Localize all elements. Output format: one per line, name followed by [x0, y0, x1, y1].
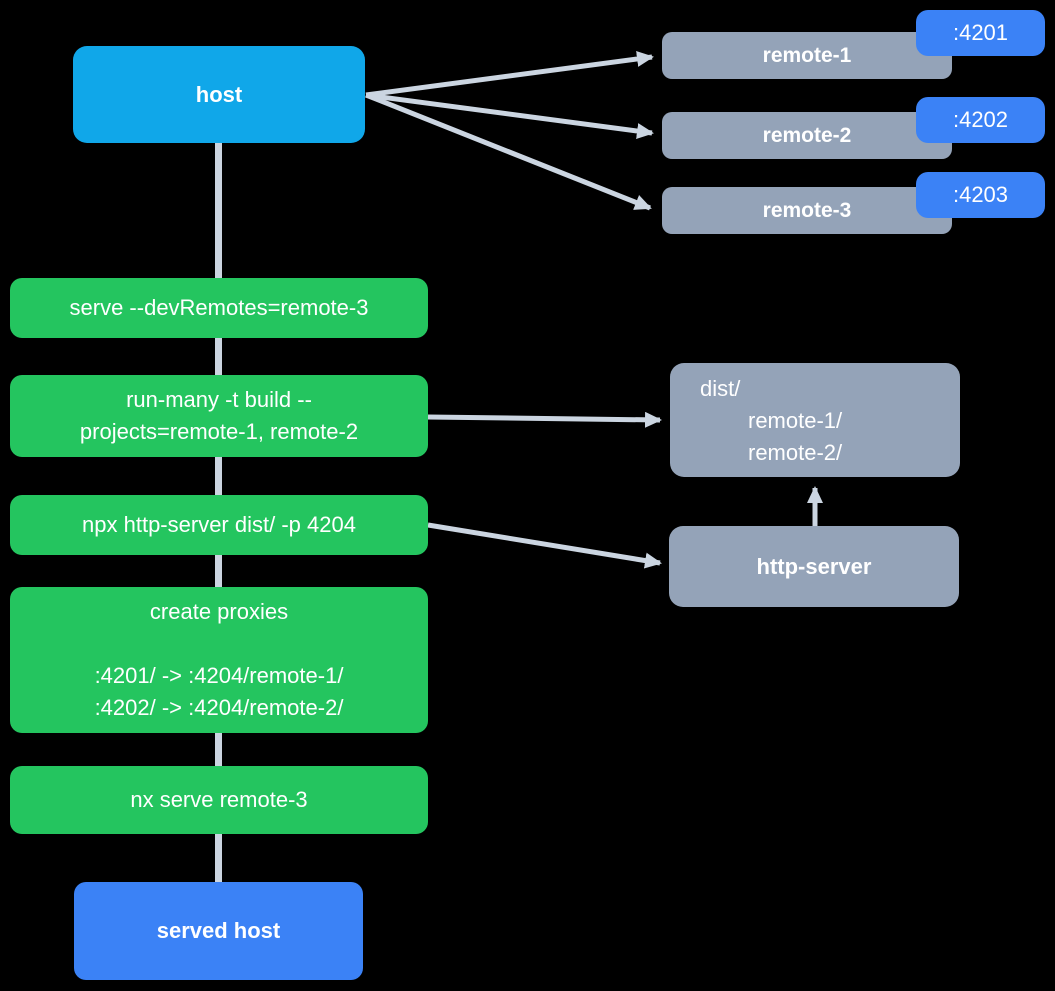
- port-badge-remote-2: :4202: [916, 97, 1045, 143]
- command-npx-http-server-text: npx http-server dist/ -p 4204: [82, 512, 356, 537]
- node-remote-1: remote-1: [662, 32, 952, 79]
- node-remote-2: remote-2: [662, 112, 952, 159]
- served-host-label: served host: [156, 918, 281, 943]
- command-nx-serve-remote-3: nx serve remote-3: [10, 766, 428, 834]
- command-npx-http-server: npx http-server dist/ -p 4204: [10, 495, 428, 555]
- command-run-many-build: run-many -t build -- projects=remote-1, …: [10, 375, 428, 457]
- remote-2-label: remote-2: [762, 123, 852, 147]
- node-host: host: [73, 46, 365, 143]
- command-create-proxies-rule-1: :4201/ -> :4204/remote-1/: [94, 663, 344, 688]
- command-create-proxies-rule-2: :4202/ -> :4204/remote-2/: [94, 695, 344, 720]
- port-label-remote-2: :4202: [952, 107, 1009, 132]
- command-create-proxies: create proxies :4201/ -> :4204/remote-1/…: [10, 587, 428, 733]
- command-nx-serve-remote-3-text: nx serve remote-3: [130, 787, 308, 812]
- arrow-runmany-to-dist: [427, 411, 662, 428]
- remote-1-label: remote-1: [762, 43, 852, 67]
- port-badge-remote-1: :4201: [916, 10, 1045, 56]
- port-label-remote-1: :4201: [952, 20, 1009, 45]
- http-server-label: http-server: [756, 553, 872, 579]
- arrow-npx-to-httpserver: [427, 522, 662, 569]
- dist-folder-remote-2: remote-2/: [748, 440, 843, 465]
- port-label-remote-3: :4203: [952, 182, 1009, 207]
- arrow-host-to-remote-2: [365, 92, 654, 139]
- command-serve-devremotes: serve --devRemotes=remote-3: [10, 278, 428, 338]
- command-run-many-build-text-line-1: run-many -t build --: [126, 387, 312, 412]
- node-dist-folder: dist/ remote-1/ remote-2/: [670, 363, 960, 477]
- arrow-host-to-remote-3: [365, 92, 652, 211]
- node-remote-3: remote-3: [662, 187, 952, 234]
- node-http-server: http-server: [669, 526, 959, 607]
- dist-folder-root: dist/: [700, 376, 741, 401]
- command-serve-devremotes-text: serve --devRemotes=remote-3: [69, 295, 369, 320]
- command-create-proxies-title: create proxies: [149, 599, 289, 624]
- node-served-host: served host: [74, 882, 363, 980]
- arrow-host-to-remote-1: [365, 51, 654, 98]
- command-run-many-build-text-line-2: projects=remote-1, remote-2: [79, 419, 359, 444]
- remote-3-label: remote-3: [762, 198, 852, 222]
- port-badge-remote-3: :4203: [916, 172, 1045, 218]
- dist-folder-remote-1: remote-1/: [748, 408, 843, 433]
- host-label: host: [195, 81, 243, 107]
